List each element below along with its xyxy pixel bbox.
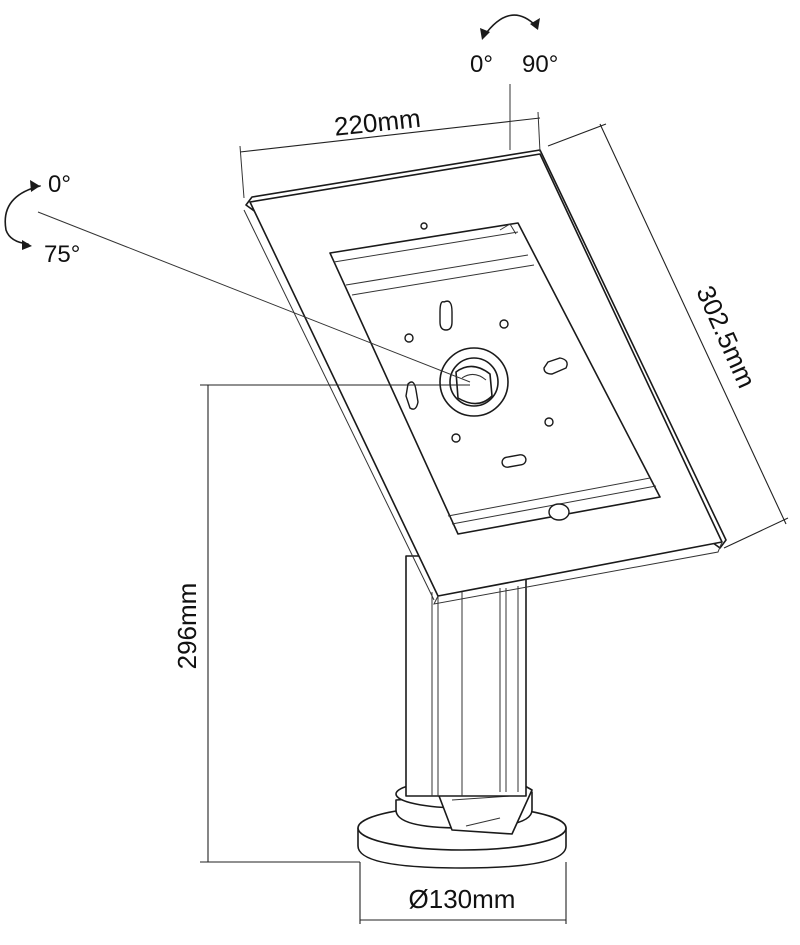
height-dimension bbox=[547, 123, 789, 549]
stand-height-dimension bbox=[200, 384, 470, 863]
tilt-start-label: 0° bbox=[48, 171, 71, 198]
tilt-hinge bbox=[439, 347, 509, 417]
swivel-end-label: 90° bbox=[522, 51, 558, 78]
stand-pole bbox=[405, 555, 527, 797]
height-label: 302.5mm bbox=[690, 281, 761, 392]
swivel-rotation-arrow bbox=[480, 14, 540, 40]
mounting-holes bbox=[404, 222, 570, 521]
tilt-end-label: 75° bbox=[44, 241, 80, 268]
width-label: 220mm bbox=[333, 103, 422, 142]
width-dimension bbox=[239, 111, 541, 199]
stand-height-label: 296mm bbox=[172, 583, 202, 670]
tilt-axis-line bbox=[37, 211, 471, 383]
tilt-rotation-arrow bbox=[4, 180, 41, 250]
base-diameter-dimension bbox=[359, 862, 567, 924]
base-diameter-label: Ø130mm bbox=[409, 884, 516, 914]
swivel-start-label: 0° bbox=[470, 51, 493, 78]
